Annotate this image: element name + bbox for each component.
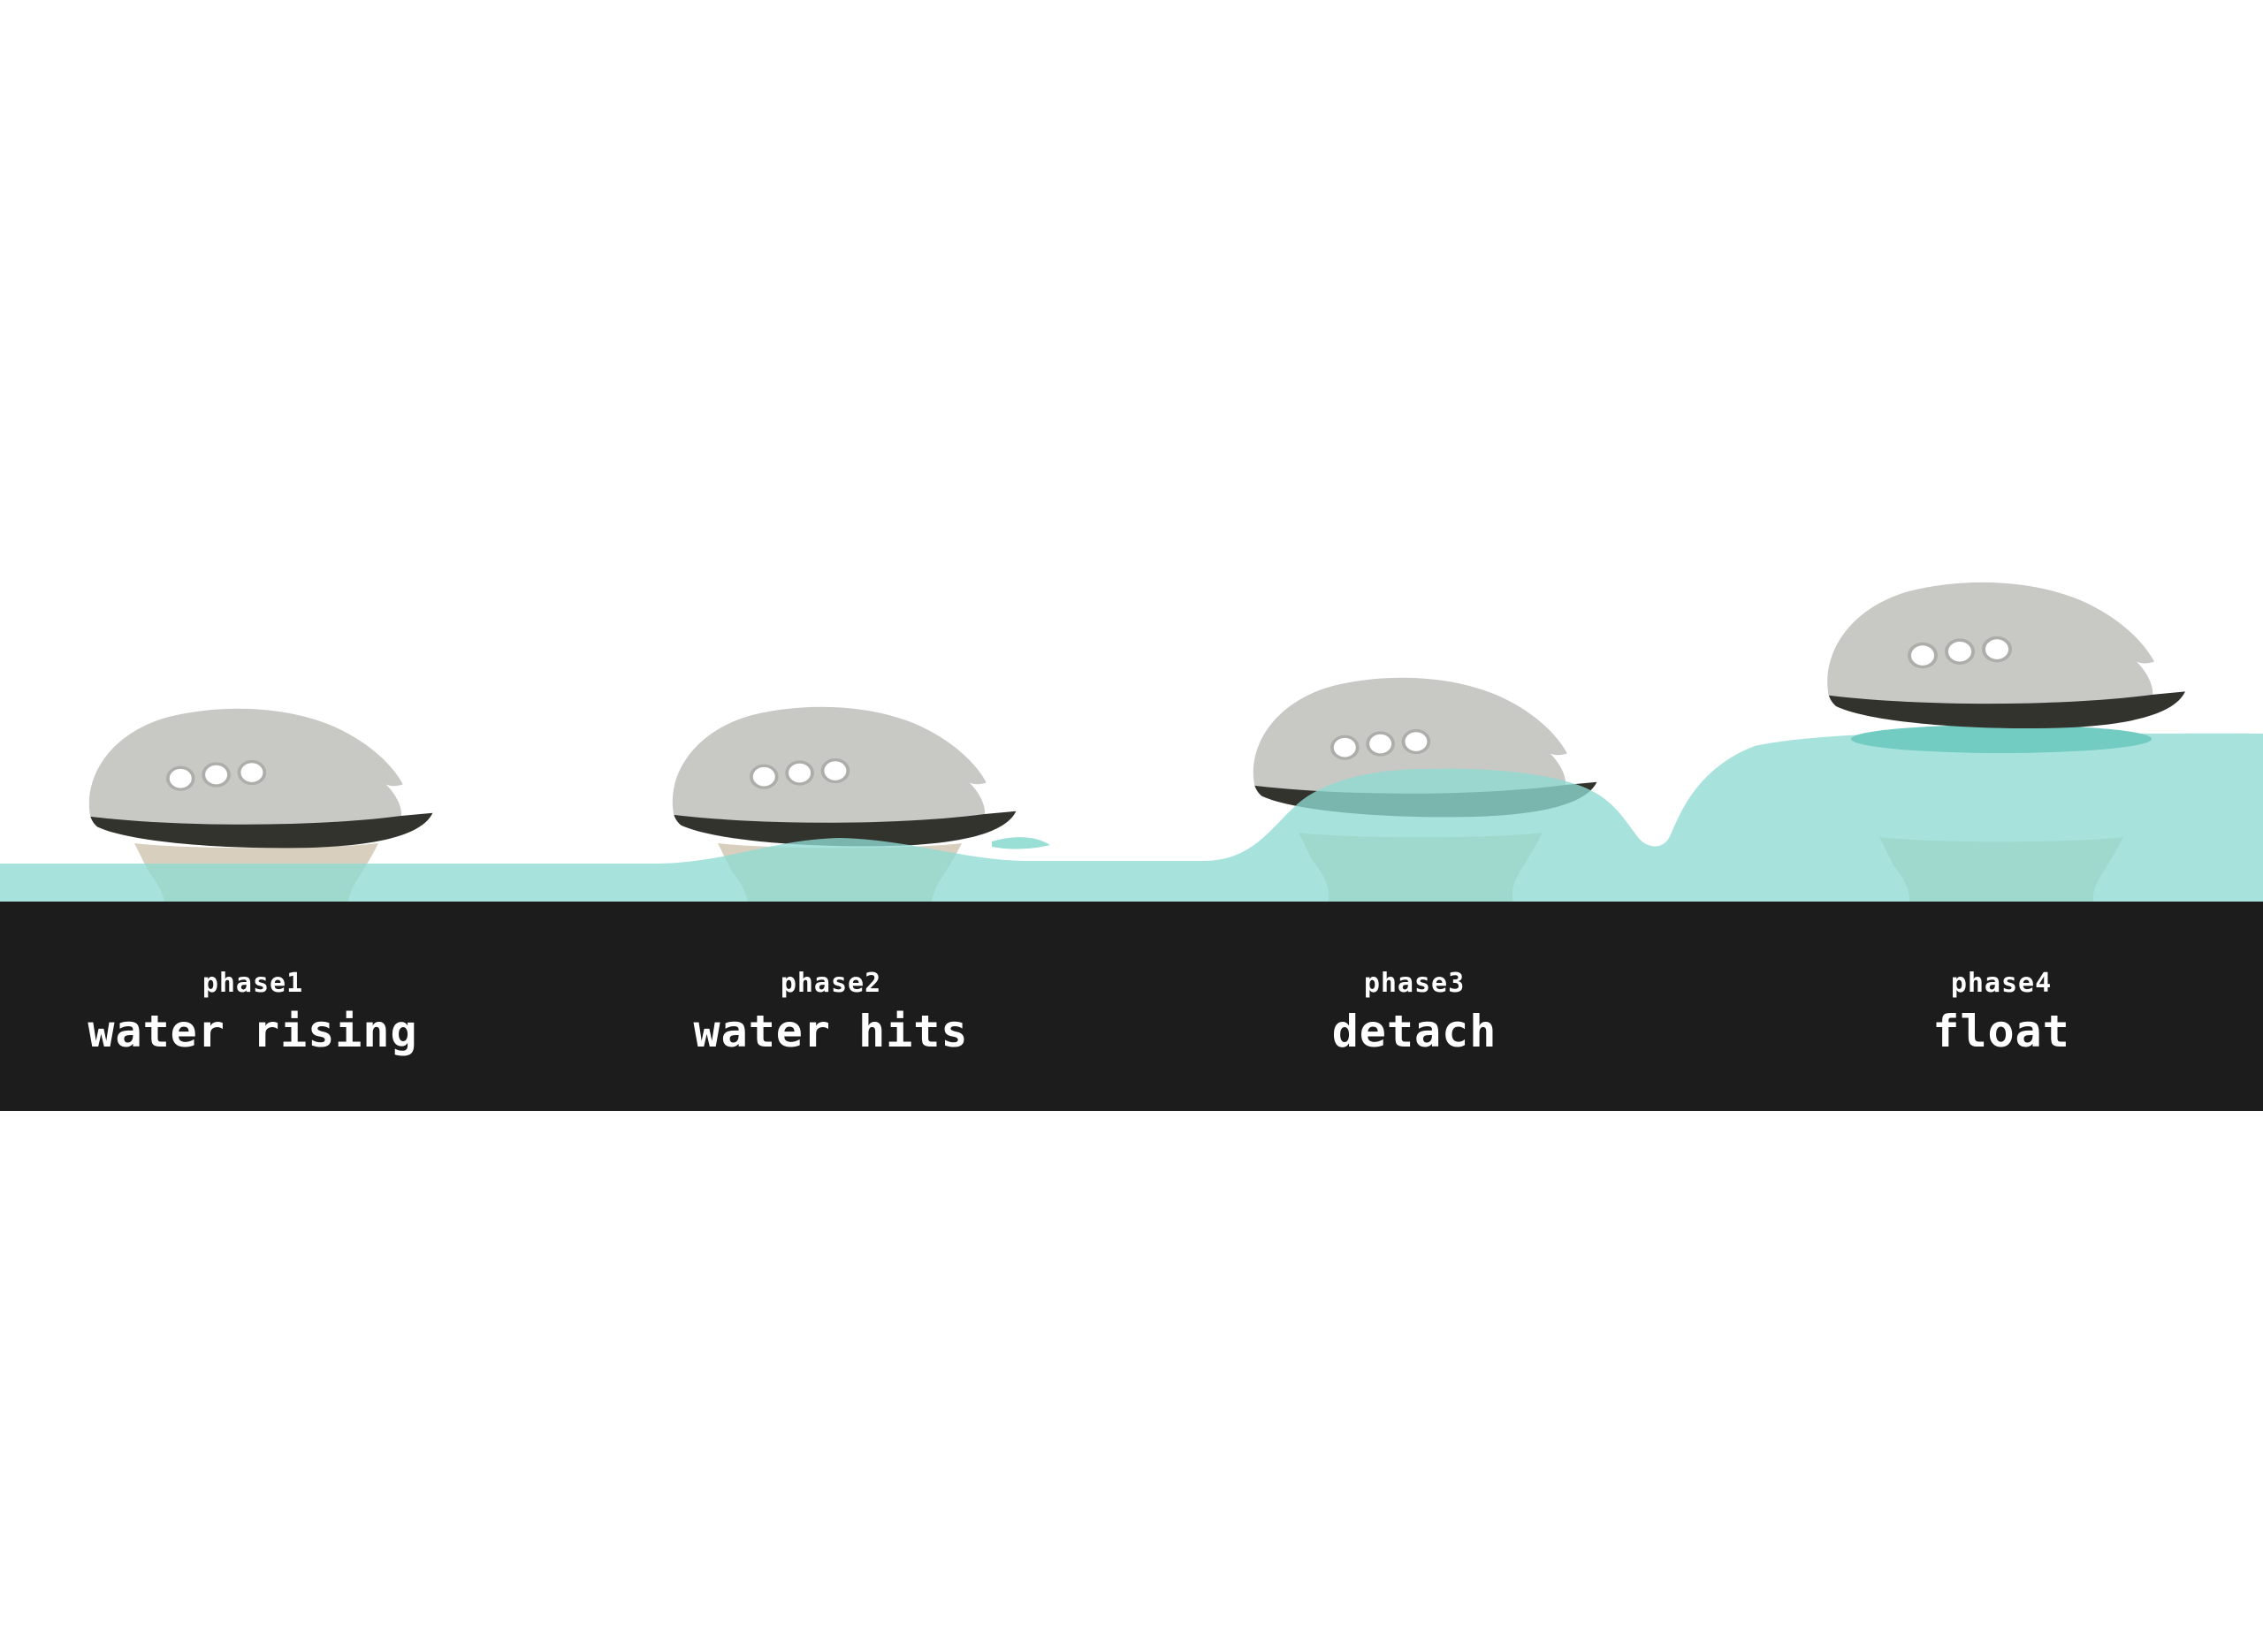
pod-phase4: [1825, 580, 2187, 731]
pod-phase1: [87, 706, 435, 850]
phase-caption: float: [1932, 1006, 2070, 1057]
splash-wave: [992, 837, 1050, 849]
phase-label-group-3: phase3 detach: [1149, 902, 1680, 1054]
phase-caption: detach: [1331, 1006, 1497, 1057]
phase-caption: water rising: [88, 1006, 418, 1057]
phase-number-label: phase2: [780, 968, 882, 999]
phase-caption: water hits: [693, 1006, 969, 1057]
float-shadow: [1851, 725, 2152, 753]
phase-number-label: phase4: [1950, 968, 2053, 999]
water-surface: [0, 732, 2263, 937]
phase-label-group-2: phase2 water hits: [566, 902, 1096, 1054]
wave-curl-highlight: [1647, 826, 1663, 842]
phase-label-group-1: phase1 water rising: [0, 902, 518, 1054]
phase-label-band: phase1 water rising phase2 water hits ph…: [0, 902, 2263, 1111]
phase-number-label: phase3: [1363, 968, 1466, 999]
phase-number-label: phase1: [202, 968, 304, 999]
pod-phase2: [670, 704, 1018, 849]
phase-label-group-4: phase4 float: [1736, 902, 2263, 1054]
